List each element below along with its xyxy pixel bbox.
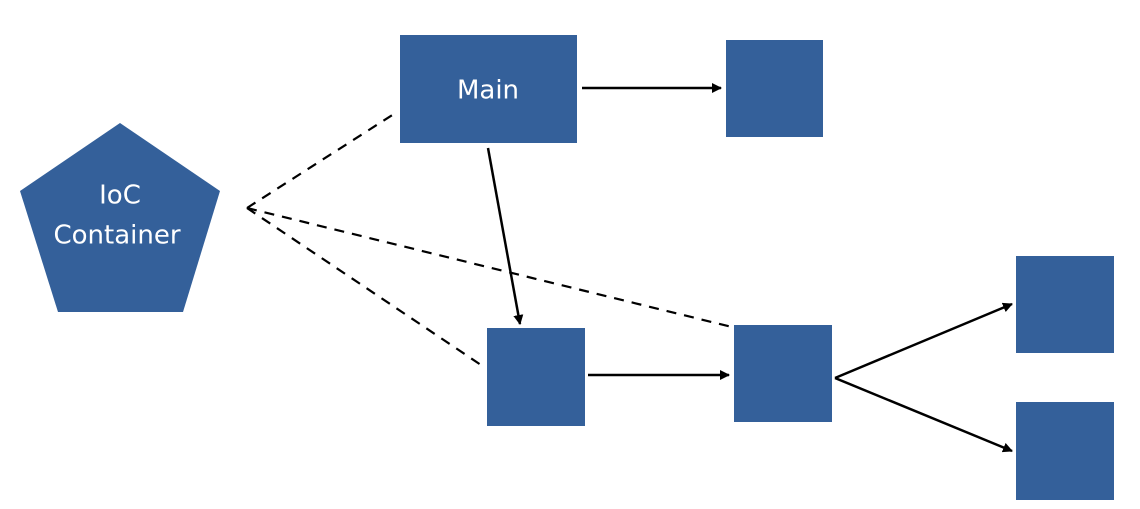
top-right-node [726,40,823,137]
far-right-top-node [1016,256,1114,353]
arrow-main-to-middle-left [486,147,524,325]
ioc-container-label-line2: Container [53,221,180,251]
ioc-container-node: IoC Container [20,123,220,312]
ioc-container-pentagon [20,123,220,312]
main-node-label: Main [457,76,519,106]
main-node: Main [400,35,577,143]
ioc-container-label-line1: IoC [99,181,141,211]
dashed-edge-ioc-to-main [246,111,398,209]
arrow-middle-right-to-far-right-top [834,302,1013,380]
dashed-edge-ioc-to-middle-left [246,207,485,368]
arrow-middle-right-to-far-right-bottom [834,376,1013,453]
main-node-box [400,35,577,143]
middle-left-node [487,328,585,426]
middle-right-node [734,325,832,422]
dashed-edge-ioc-to-middle-right [246,206,733,329]
far-right-bottom-node [1016,402,1114,500]
